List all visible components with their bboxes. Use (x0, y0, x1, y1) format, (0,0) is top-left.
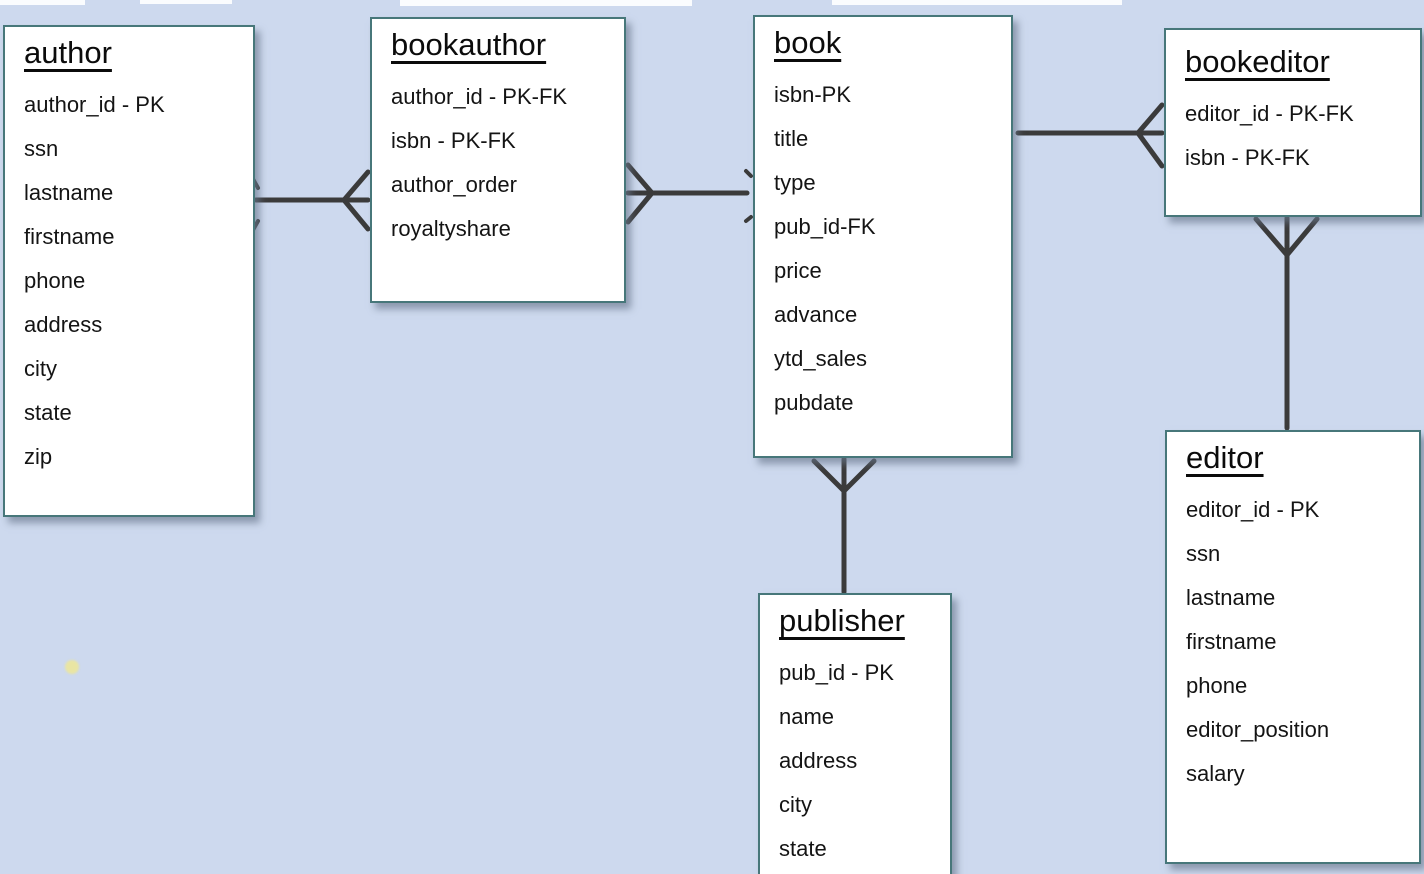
entity-field: editor_id - PK (1186, 497, 1320, 522)
entity-title: editor (1186, 440, 1264, 475)
entity-field: author_id - PK (24, 92, 165, 117)
entity-field: address (779, 748, 858, 773)
entity-bookeditor[interactable]: bookeditor editor_id - PK-FK isbn - PK-FK (1164, 28, 1422, 217)
crow-foot-many-icon (1135, 102, 1165, 169)
entity-field: pub_id - PK (779, 660, 894, 685)
yellow-dot-artifact (65, 660, 79, 674)
entity-field: city (779, 792, 812, 817)
entity-fields: author_id - PK ssn lastname firstname phone a… (5, 83, 253, 479)
entity-field: editor_id - PK-FK (1185, 101, 1354, 126)
entity-field: isbn - PK-FK (1185, 145, 1310, 170)
entity-bookauthor[interactable]: bookauthor author_id - PK-FK isbn - PK-FK… (370, 17, 626, 303)
relationship-book-bookeditor[interactable] (1015, 102, 1165, 169)
entity-field: ssn (24, 136, 59, 161)
entity-field: state (779, 836, 827, 861)
entity-title: author (24, 35, 112, 70)
erased-end-marks (744, 169, 753, 223)
entity-fields: editor_id - PK-FK isbn - PK-FK (1166, 92, 1420, 180)
relationship-editor-bookeditor[interactable] (1253, 215, 1320, 431)
top-edge-artifacts (0, 0, 1122, 6)
entity-field: phone (1186, 673, 1248, 698)
relationship-publisher-book[interactable] (811, 456, 877, 595)
entity-author[interactable]: author author_id - PK ssn lastname firstnam… (3, 25, 255, 517)
entity-title: bookauthor (391, 27, 547, 62)
entity-field: state (24, 400, 72, 425)
entity-field: zip (24, 444, 53, 469)
entity-field: address (24, 312, 103, 337)
entity-fields: editor_id - PK ssn lastname firstname phone e… (1167, 488, 1419, 796)
relationship-author-bookauthor[interactable] (251, 169, 371, 232)
crow-foot-many-icon (341, 169, 371, 232)
entity-title: bookeditor (1185, 44, 1330, 79)
entity-field: firstname (1186, 629, 1277, 654)
crow-foot-many-icon (811, 458, 877, 494)
entity-field: isbn - PK-FK (391, 128, 516, 153)
entity-field: editor_position (1186, 717, 1330, 742)
entity-field: type (774, 170, 816, 195)
entity-field: isbn-PK (774, 82, 852, 107)
entity-publisher[interactable]: publisher pub_id - PK name address city stat… (758, 593, 952, 874)
entity-field: pub_id-FK (774, 214, 876, 239)
entity-fields: author_id - PK-FK isbn - PK-FK author_orde… (372, 75, 624, 251)
entity-title: book (774, 25, 842, 60)
entity-field: ytd_sales (774, 346, 867, 371)
entity-field: salary (1186, 761, 1245, 786)
entity-field: ssn (1186, 541, 1221, 566)
entity-field: firstname (24, 224, 115, 249)
entity-field: phone (24, 268, 86, 293)
entity-field: royaltyshare (391, 216, 511, 241)
entity-field: lastname (24, 180, 114, 205)
relationship-book-bookauthor[interactable] (625, 162, 753, 225)
entity-fields: pub_id - PK name address city state (760, 651, 950, 871)
entity-field: advance (774, 302, 858, 327)
entity-field: author_id - PK-FK (391, 84, 568, 109)
crow-foot-many-icon (625, 162, 655, 225)
entity-field: name (779, 704, 835, 729)
entity-field: lastname (1186, 585, 1276, 610)
entity-field: title (774, 126, 809, 151)
entity-field: author_order (391, 172, 517, 197)
entity-title: publisher (779, 603, 905, 638)
crow-foot-many-icon (1253, 216, 1320, 258)
entity-field: price (774, 258, 822, 283)
entity-field: pubdate (774, 390, 854, 415)
entity-field: city (24, 356, 57, 381)
entity-editor[interactable]: editor editor_id - PK ssn lastname firstnam… (1165, 430, 1421, 864)
